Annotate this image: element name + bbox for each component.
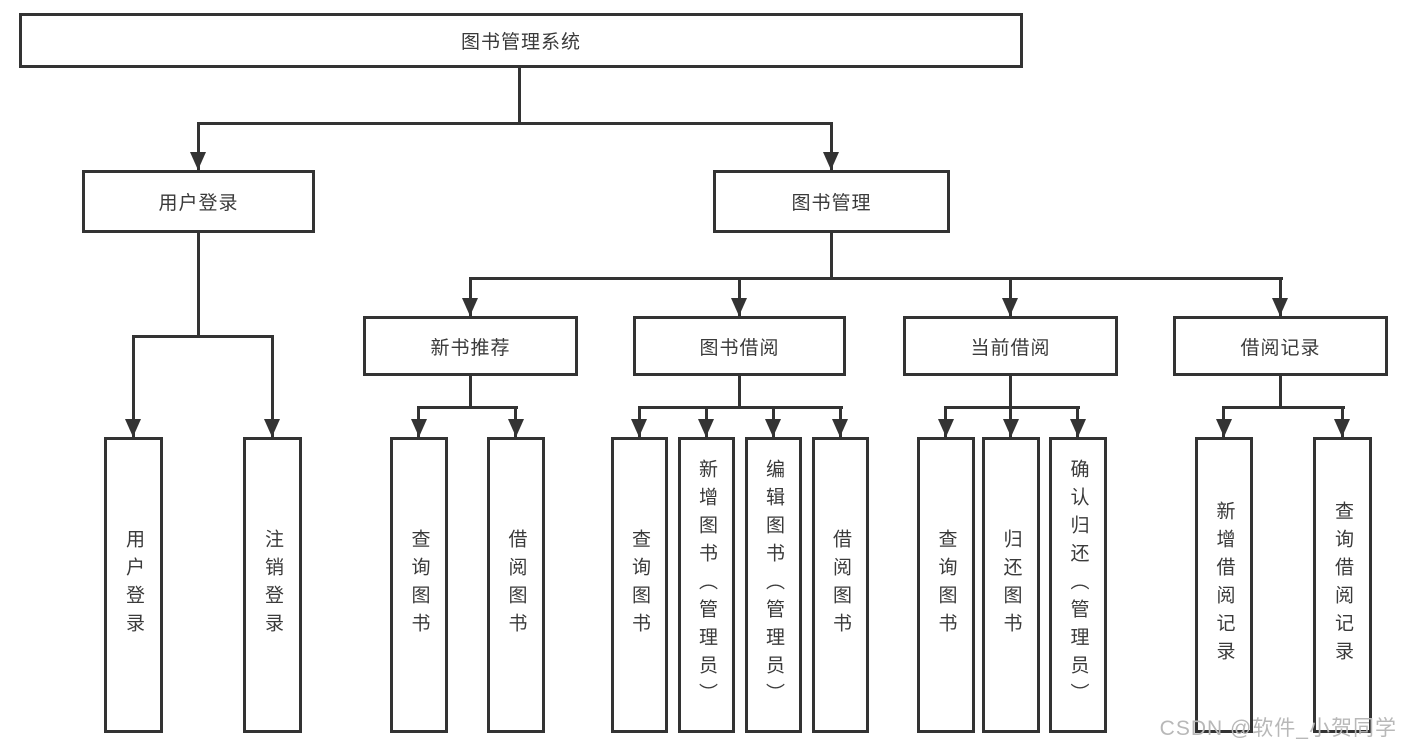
node-label: 归还图书	[1000, 529, 1022, 641]
arrowhead-icon	[1070, 419, 1086, 437]
connector-records-crossbar	[1222, 406, 1345, 409]
connector-recommend-stem	[469, 376, 472, 406]
node-user-login: 用户登录	[82, 170, 315, 233]
connector-borrow-stem	[738, 376, 741, 406]
node-root-label: 图书管理系统	[460, 32, 581, 53]
node-borrow-records: 借阅记录	[1173, 316, 1388, 376]
watermark: CSDN @软件_小贺同学	[1159, 717, 1397, 740]
node-label: 查询借阅记录	[1332, 501, 1353, 669]
connector-drop	[1009, 277, 1012, 316]
node-book-management: 图书管理	[713, 170, 950, 233]
connector-borrow-crossbar	[638, 406, 843, 409]
node-leaf-recommend-borrow-book: 借阅图书	[487, 437, 545, 733]
node-label: 注销登录	[262, 529, 283, 641]
node-root: 图书管理系统	[19, 13, 1023, 68]
node-label: 查询图书	[629, 529, 650, 641]
arrowhead-icon	[1002, 298, 1018, 316]
node-label: 用户登录	[158, 193, 239, 214]
node-new-book-recommend: 新书推荐	[363, 316, 578, 376]
node-leaf-confirm-return-admin: 确认归还（管理员）	[1049, 437, 1107, 733]
node-label: 查询图书	[408, 529, 430, 641]
connector-drop	[1279, 277, 1282, 316]
connector-records-stem	[1279, 376, 1282, 406]
arrowhead-icon	[1334, 419, 1350, 437]
node-leaf-borrow-book: 借阅图书	[812, 437, 869, 733]
arrowhead-icon	[190, 152, 206, 170]
node-leaf-borrow-query-book: 查询图书	[611, 437, 668, 733]
node-label: 编辑图书（管理员）	[763, 459, 784, 711]
connector-drop	[271, 335, 274, 437]
connector-drop	[738, 277, 741, 316]
node-leaf-edit-book-admin: 编辑图书（管理员）	[745, 437, 802, 733]
arrowhead-icon	[411, 419, 427, 437]
node-leaf-add-borrow-record: 新增借阅记录	[1195, 437, 1253, 733]
connector-drop	[469, 277, 472, 316]
node-label: 借阅图书	[830, 529, 851, 641]
connector-root-stem	[518, 68, 521, 122]
node-leaf-current-query-book: 查询图书	[917, 437, 975, 733]
connector-drop-login	[197, 122, 200, 170]
connector-root-crossbar	[197, 122, 833, 125]
connector-recommend-crossbar	[417, 406, 518, 409]
arrowhead-icon	[731, 298, 747, 316]
node-label: 借阅图书	[505, 529, 527, 641]
node-leaf-return-book: 归还图书	[982, 437, 1040, 733]
node-leaf-add-book-admin: 新增图书（管理员）	[678, 437, 735, 733]
arrowhead-icon	[823, 152, 839, 170]
arrowhead-icon	[832, 419, 848, 437]
node-leaf-recommend-query-book: 查询图书	[390, 437, 448, 733]
arrowhead-icon	[631, 419, 647, 437]
node-leaf-user-login: 用户登录	[104, 437, 163, 733]
node-label: 新增借阅记录	[1213, 501, 1235, 669]
node-book-borrow: 图书借阅	[633, 316, 846, 376]
arrowhead-icon	[698, 419, 714, 437]
arrowhead-icon	[938, 419, 954, 437]
node-label: 当前借阅	[970, 337, 1051, 359]
arrowhead-icon	[508, 419, 524, 437]
arrowhead-icon	[125, 419, 141, 437]
arrowhead-icon	[765, 419, 781, 437]
node-label: 借阅记录	[1240, 337, 1321, 359]
connector-mgmt-stem	[830, 233, 833, 277]
arrowhead-icon	[462, 298, 478, 316]
arrowhead-icon	[1003, 419, 1019, 437]
arrowhead-icon	[1216, 419, 1232, 437]
node-label: 确认归还（管理员）	[1067, 459, 1089, 711]
connector-drop	[132, 335, 135, 437]
node-label: 查询图书	[935, 529, 957, 641]
node-label: 新书推荐	[430, 337, 511, 359]
arrowhead-icon	[1272, 298, 1288, 316]
connector-login-crossbar	[132, 335, 274, 338]
node-label: 图书借阅	[699, 337, 780, 359]
connector-login-stem	[197, 233, 200, 335]
connector-current-stem	[1009, 376, 1012, 406]
connector-drop-mgmt	[830, 122, 833, 170]
node-label: 新增图书（管理员）	[696, 459, 717, 711]
connector-current-crossbar	[944, 406, 1080, 409]
node-leaf-logout: 注销登录	[243, 437, 302, 733]
node-current-borrow: 当前借阅	[903, 316, 1118, 376]
node-leaf-query-borrow-record: 查询借阅记录	[1313, 437, 1372, 733]
connector-mgmt-crossbar	[469, 277, 1283, 280]
node-label: 图书管理	[791, 193, 872, 214]
arrowhead-icon	[264, 419, 280, 437]
node-label: 用户登录	[123, 529, 144, 641]
